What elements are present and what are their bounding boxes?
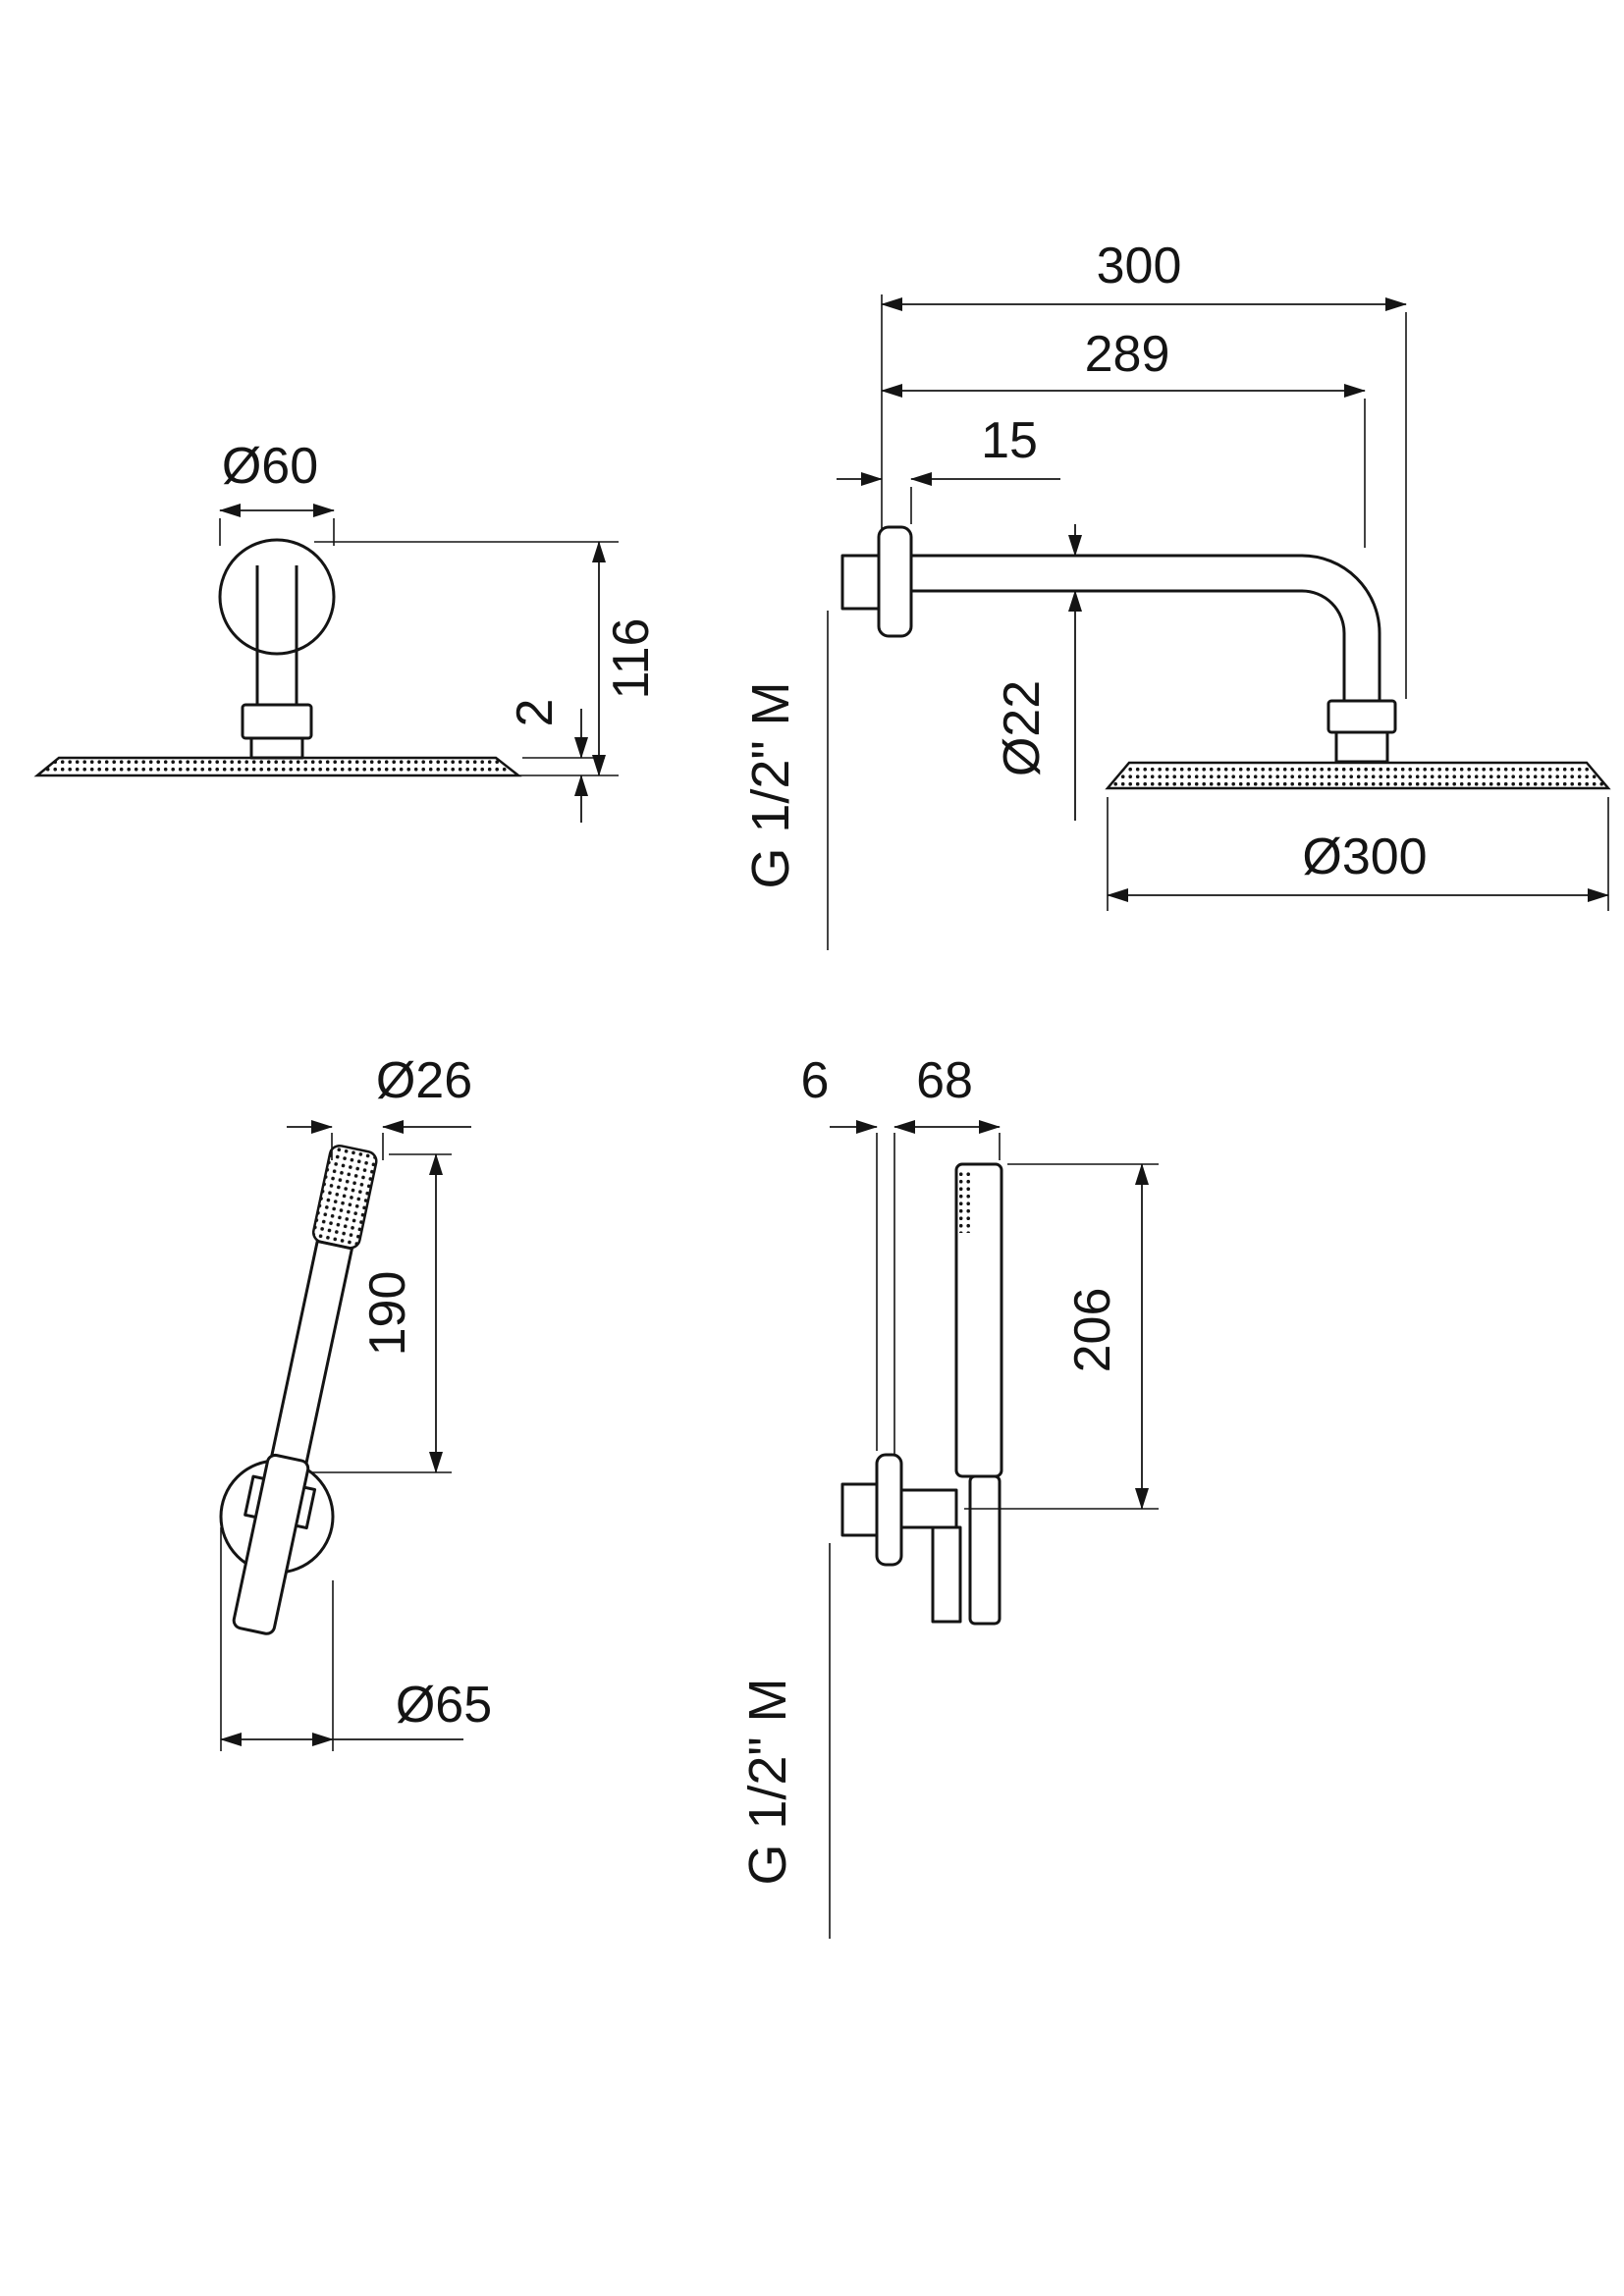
dim-label-wall-clearance: 6 [801,1052,830,1109]
dim-label-handle-length: 190 [359,1271,416,1357]
head-connector-collar [1334,730,1389,764]
hand-shower-body-side [954,1162,1003,1478]
dim-label-head-diameter: Ø300 [1302,828,1427,885]
dim-label-holder-reach: 68 [916,1052,973,1109]
dim-label-arm-length: 289 [1085,326,1170,383]
hand-shower-handle [270,1239,353,1466]
wall-bracket-escutcheon [218,538,336,656]
thread-size-label: G 1/2" M [741,681,800,888]
view-overhead-front: Ø60 116 2 [33,438,660,823]
view-overhead-side: 300 289 15 Ø22 G 1/2" M Ø300 [741,238,1611,950]
view-hand-side: 6 68 206 G 1/2" M [738,1052,1159,1939]
head-connector-nut [1326,699,1397,734]
dim-label-holder-diameter: Ø65 [396,1677,492,1734]
dim-label-flange-depth: 15 [981,412,1038,469]
view-hand-front: Ø26 190 Ø65 [219,1052,492,1751]
dim-label-drop-height: 116 [603,618,660,700]
dim-label-handle-diameter: Ø26 [376,1052,472,1109]
hand-shower-grip-side [968,1474,1001,1626]
wall-flange-escutcheon [877,525,913,638]
hand-shower-grip [232,1453,310,1635]
hand-shower-assembly [232,1144,378,1635]
shower-head-plate-edge [33,756,522,777]
shower-head-plate-edge [1105,761,1611,790]
dim-label-plate-thickness: 2 [507,699,564,727]
thread-size-label: G 1/2" M [738,1678,797,1885]
hand-shower-spray-head [311,1144,378,1250]
head-connector-nut [241,703,313,740]
dim-label-arm-diameter: Ø22 [994,680,1051,776]
shower-arm-inner-edge [911,589,1346,701]
spray-face-edge-dots [959,1172,971,1233]
wall-connection-stub [840,1482,879,1537]
shower-arm-outer-edge [911,554,1381,701]
wall-connection-stub [840,554,881,611]
dim-label-overall-length: 206 [1064,1288,1121,1373]
holder-bracket-arm [899,1488,958,1529]
holder-escutcheon-side [875,1453,903,1567]
head-connector-collar [249,736,304,760]
water-outlet-spigot [931,1525,962,1624]
dim-label-bracket-diameter: Ø60 [222,438,318,495]
dim-label-total-projection: 300 [1097,238,1182,294]
